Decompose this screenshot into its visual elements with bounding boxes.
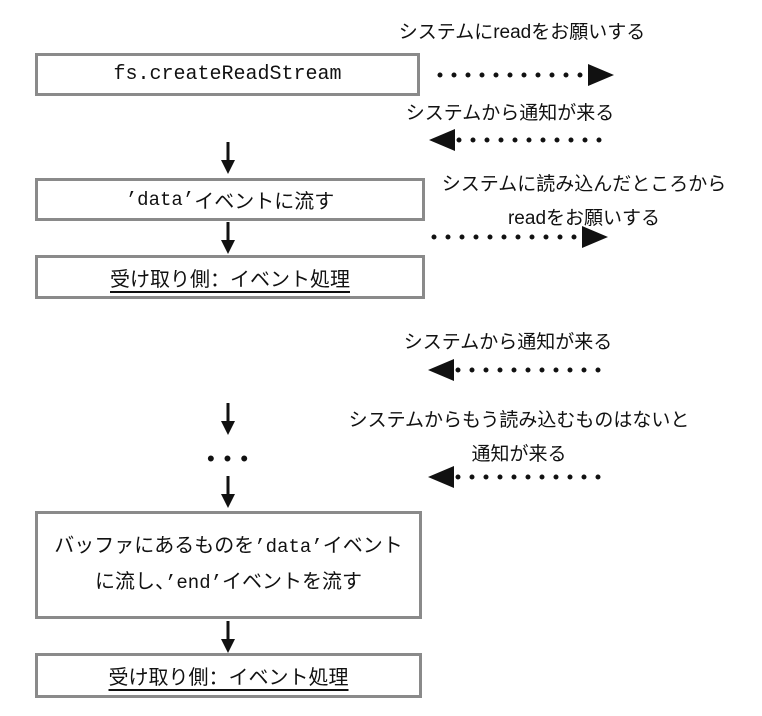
node-label-text: イベント [322,535,403,557]
node-label-line: バッファにあるものを’data’イベント [54,529,402,565]
dotted-arrow-left-icon [429,129,606,151]
node-label-code: ’end’ [164,572,222,594]
annotation-read-from: システムに読み込んだところから readをお願いする [442,168,726,236]
annotation-line: システムからもう読み込むものはないと [348,410,690,431]
node-label: 受け取り側：イベント処理 [108,667,349,689]
down-arrow-icon [221,476,235,508]
node-label-text: バッファにあるものを [54,535,255,557]
node-label: 受け取り側：イベント処理 [110,268,350,291]
annotation-no-more-data: システムからもう読み込むものはないと 通知が来る [349,404,690,472]
node-label-code: ’data’ [125,188,195,211]
node-receiver-handler-2: 受け取り側：イベント処理 [35,653,422,698]
annotation-notify-1: システムから通知が来る [405,103,615,124]
node-label-code: ’data’ [254,536,323,558]
down-arrow-icon [221,222,235,254]
node-fs-createreadstream: fs.createReadStream [35,53,420,96]
node-label: fs.createReadStream [113,63,342,86]
annotation-request-read: システムにreadをお願いする [398,22,646,43]
node-label-line: に流し、’end’イベントを流す [95,565,362,601]
node-label-text: に流し、 [94,571,165,593]
node-flush-buffer-end-event: バッファにあるものを’data’イベント に流し、’end’イベントを流す [35,511,422,619]
annotation-line: readをお願いする [507,208,661,229]
node-label-text: イベントを流す [222,571,362,593]
dotted-arrow-left-icon [428,359,605,381]
dotted-arrow-left-icon [428,466,605,488]
down-arrow-icon [221,621,235,653]
annotation-line: 通知が来る [471,444,567,465]
dotted-arrow-right-icon [431,226,608,248]
annotation-notify-2: システムから通知が来る [403,332,613,353]
repeat-ellipsis: ••• [206,446,258,471]
node-data-event: ’data’イベントに流す [35,178,425,221]
down-arrow-icon [221,403,235,435]
down-arrow-icon [221,142,235,174]
dotted-arrow-right-icon [437,64,614,86]
node-label-text: イベントに流す [194,191,335,213]
node-receiver-handler-1: 受け取り側：イベント処理 [35,255,425,299]
annotation-line: システムに読み込んだところから [441,174,727,195]
